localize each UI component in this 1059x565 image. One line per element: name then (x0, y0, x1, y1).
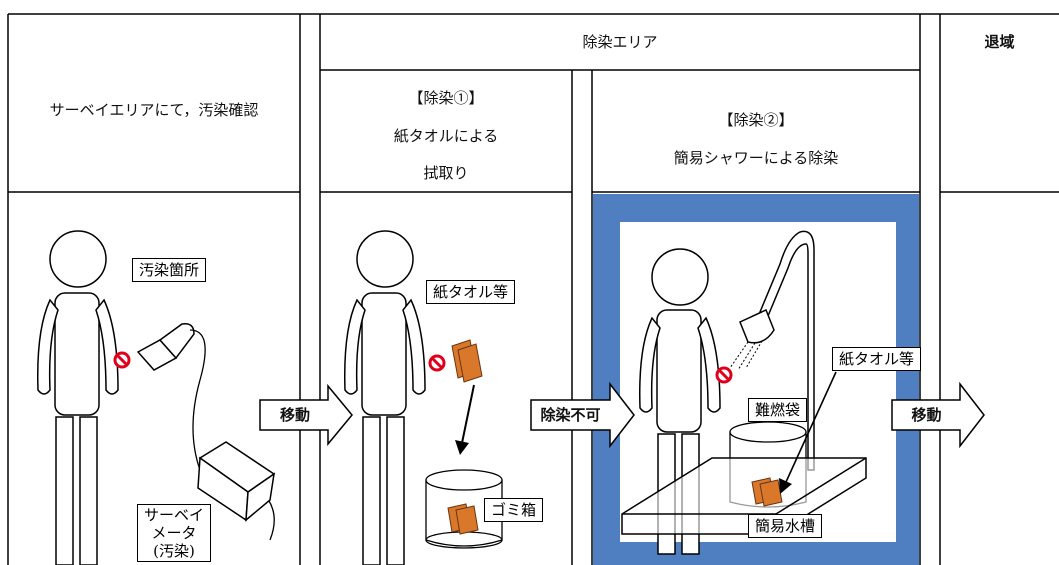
label-paper-towel-1: 紙タオル等 (426, 280, 516, 304)
arrow-move-2-label: 移動 (911, 406, 942, 424)
paper-towel-icon (451, 339, 483, 383)
table-grid (7, 13, 1059, 565)
no-symbol-2 (428, 354, 446, 372)
label-simple-tank: 簡易水槽 (748, 514, 823, 538)
step1-title: 【除染①】 (408, 89, 484, 107)
step2-line1: 簡易シャワーによる除染 (673, 148, 839, 167)
step2-title: 【除染②】 (718, 111, 794, 129)
shower-pipe (739, 230, 815, 471)
towel-in-tank-icon (751, 477, 783, 507)
header-step1: 【除染①】 紙タオルによる 拭取り (320, 84, 572, 188)
no-symbol-3 (715, 366, 733, 384)
header-survey: サーベイエリアにて，汚染確認 (49, 101, 259, 119)
survey-meter-device (197, 441, 276, 522)
step1-line1: 紙タオルによる (393, 126, 499, 145)
towel-arrow-head (779, 478, 792, 494)
survey-meter-line2: メータ (151, 524, 197, 542)
label-fireproof-bag: 難燃袋 (748, 398, 808, 422)
no-symbol-1 (113, 351, 131, 369)
label-paper-towel-2: 紙タオル等 (832, 347, 922, 371)
arrow-move-2 (891, 381, 985, 449)
label-contamination-spot: 汚染箇所 (132, 258, 207, 282)
arrow-move-1-label: 移動 (279, 406, 310, 424)
arrow-decon-impossible-label: 除染不可 (540, 406, 601, 424)
survey-meter-line1: サーベイ (144, 506, 205, 524)
water-spray (729, 340, 763, 371)
step1-line2: 拭取り (423, 164, 469, 182)
survey-probe (136, 322, 195, 371)
discard-arrow-head (455, 440, 469, 455)
arrow-decon-impossible (530, 381, 635, 449)
survey-meter-line3: (汚染) (153, 542, 195, 560)
header-exit: 退域 (984, 33, 1015, 51)
person-survey (37, 230, 119, 565)
label-survey-meter: サーベイ メータ (汚染) (137, 504, 212, 562)
header-step2: 【除染②】 簡易シャワーによる除染 (592, 106, 920, 172)
arrow-move-1 (259, 383, 353, 447)
towel-arrow (785, 371, 837, 483)
towel-in-can-icon (447, 503, 479, 535)
header-decon-area: 除染エリア (582, 33, 658, 51)
discard-arrow (461, 384, 475, 444)
person-wipe (344, 230, 426, 565)
label-trash-can: ゴミ箱 (484, 498, 544, 522)
